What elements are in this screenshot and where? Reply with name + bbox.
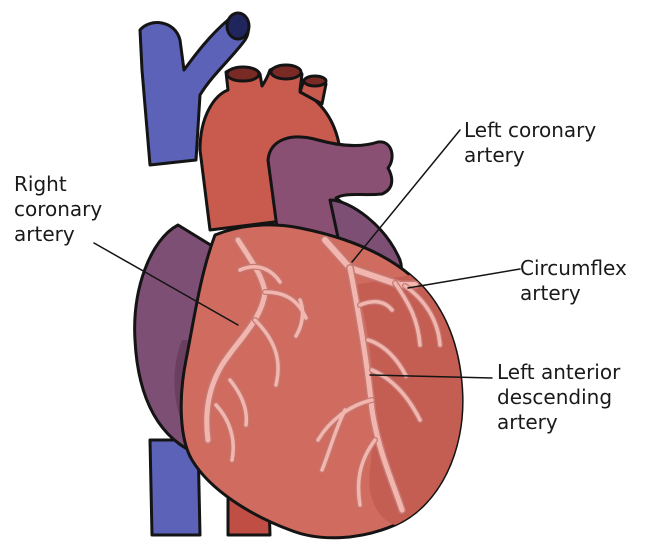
label-line: Left coronary <box>464 118 596 143</box>
vena-cava-opening <box>227 13 249 39</box>
label-circumflex-artery: Circumflex artery <box>520 256 627 306</box>
label-line: artery <box>14 222 102 247</box>
aorta-branch-2 <box>271 65 301 79</box>
aorta-branch-3-opening <box>304 76 326 86</box>
leader-circumflex <box>408 269 520 288</box>
label-line: Circumflex <box>520 256 627 281</box>
label-line: coronary <box>14 197 102 222</box>
label-line: artery <box>520 281 627 306</box>
label-right-coronary-artery: Right coronary artery <box>14 172 102 247</box>
label-line: Right <box>14 172 102 197</box>
label-line: descending <box>497 385 620 410</box>
label-left-coronary-artery: Left coronary artery <box>464 118 596 168</box>
aorta-branch-1 <box>227 67 259 81</box>
label-line: Left anterior <box>497 360 620 385</box>
label-line: artery <box>464 143 596 168</box>
label-left-anterior-descending-artery: Left anterior descending artery <box>497 360 620 435</box>
label-line: artery <box>497 410 620 435</box>
